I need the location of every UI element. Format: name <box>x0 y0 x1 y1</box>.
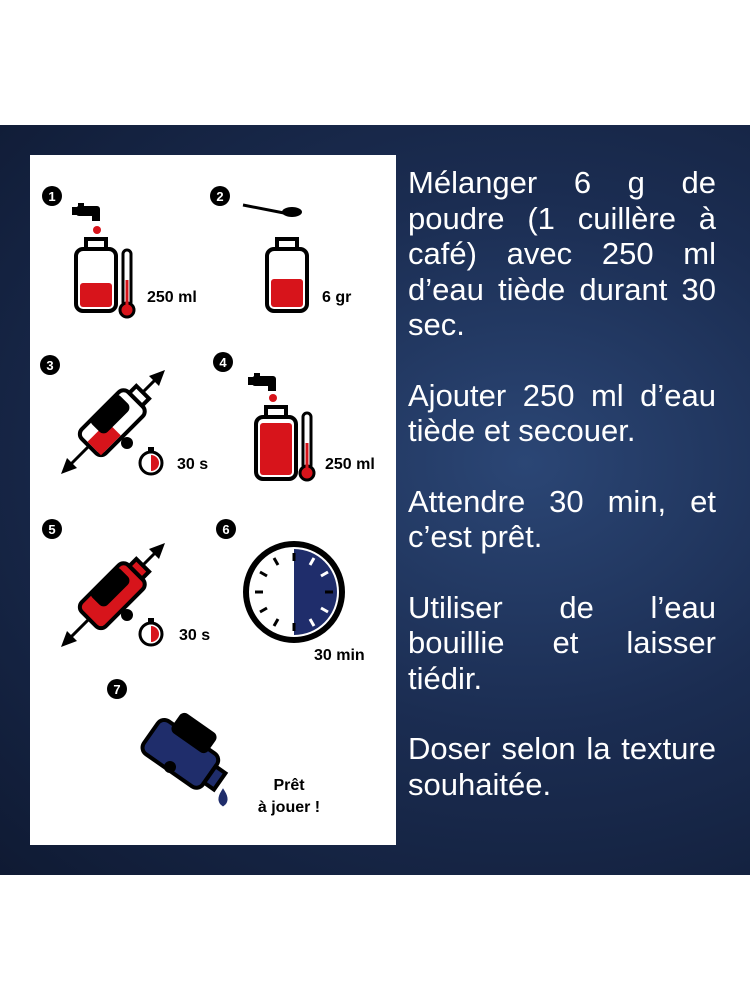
water-drop-icon <box>93 226 101 234</box>
step-4-number: 4 <box>219 355 227 370</box>
step-5-label: 30 s <box>179 627 210 644</box>
step-6-number-badge <box>216 519 236 539</box>
step-7-label-line1: Prêt <box>273 777 305 794</box>
step-6-label: 30 min <box>314 647 365 664</box>
step-1-number-badge <box>42 186 62 206</box>
instruction-5: Doser selon la texture souhaitée. <box>408 731 716 802</box>
step-2-label: 6 gr <box>322 289 351 306</box>
instructions-text: Mélanger 6 g de poudre (1 cuillère à caf… <box>408 165 716 837</box>
hand-icon <box>90 567 133 621</box>
step-7-label-line2: à jouer ! <box>258 799 320 816</box>
instruction-1: Mélanger 6 g de poudre (1 cuillère à caf… <box>408 165 716 342</box>
step-3-number: 3 <box>46 358 53 373</box>
instruction-3: Attendre 30 min, et c’est prêt. <box>408 483 716 555</box>
clock-icon <box>243 541 345 643</box>
step-1: 1 250 ml <box>42 186 197 319</box>
thermometer-icon <box>118 248 136 319</box>
spoon-icon <box>242 203 302 217</box>
instruction-4: Utiliser de l’eau bouillie et laisser ti… <box>408 589 716 696</box>
stopwatch-icon <box>138 445 164 476</box>
step-4-label: 250 ml <box>325 456 375 473</box>
step-5: 5 30 s <box>42 519 210 649</box>
step-7: 7 Prêt à jouer ! <box>107 679 320 816</box>
liquid-drop-icon <box>218 788 228 807</box>
step-4: 4 250 ml <box>213 352 375 482</box>
step-2-number-badge <box>210 186 230 206</box>
step-3-label: 30 s <box>177 456 208 473</box>
hand-icon <box>164 712 217 773</box>
step-3-number-badge <box>40 355 60 375</box>
step-2: 2 6 gr <box>210 186 351 313</box>
stopwatch-icon <box>138 616 164 647</box>
step-6: 6 <box>216 519 365 664</box>
step-6-number: 6 <box>222 522 229 537</box>
bottle-icon <box>265 237 309 313</box>
thermometer-icon <box>298 411 316 482</box>
step-4-number-badge <box>213 352 233 372</box>
step-5-number-badge <box>42 519 62 539</box>
tap-icon <box>248 373 276 391</box>
tap-icon <box>72 203 100 221</box>
step-2-number: 2 <box>216 189 223 204</box>
step-7-number: 7 <box>113 682 120 697</box>
step-1-number: 1 <box>48 189 55 204</box>
step-7-number-badge <box>107 679 127 699</box>
water-drop-icon <box>269 394 277 402</box>
step-1-label: 250 ml <box>147 289 197 306</box>
bottle-icon <box>74 237 118 313</box>
step-3: 3 30 s <box>40 355 208 476</box>
instruction-2: Ajouter 250 ml d’eau tiède et secouer. <box>408 377 716 449</box>
bottle-icon <box>254 405 298 481</box>
step-5-number: 5 <box>48 522 55 537</box>
steps-panel: 1 250 ml 2 6 gr <box>30 155 396 845</box>
hand-icon <box>90 394 133 449</box>
